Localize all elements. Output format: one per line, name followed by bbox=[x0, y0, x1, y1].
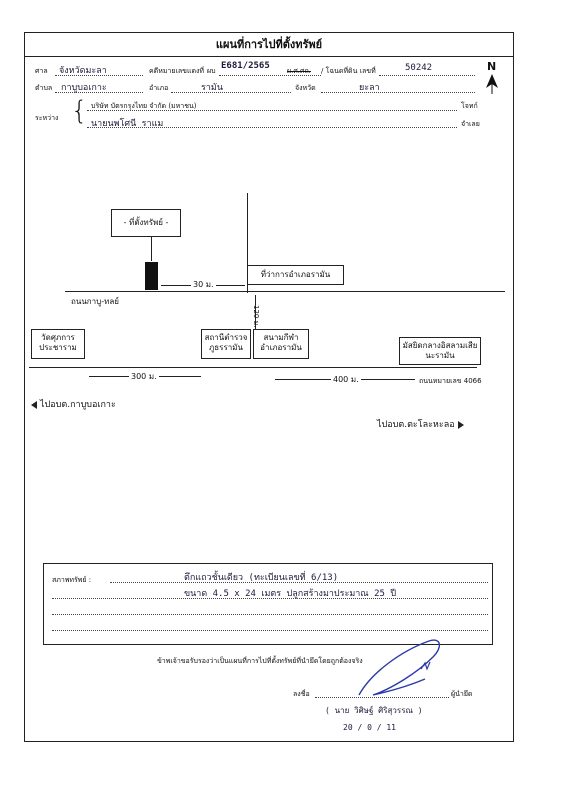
plaintiff-line bbox=[87, 110, 457, 111]
property-label-box: - ที่ตั้งทรัพย์ - bbox=[111, 209, 181, 237]
dim-120-label: 120 ม. bbox=[252, 305, 260, 328]
condition-rule-2 bbox=[52, 598, 488, 599]
dim-300-label: 300 ม. bbox=[129, 370, 159, 383]
north-label: N bbox=[487, 60, 497, 73]
property-condition-box: สภาพทรัพย์ : ตึกแถวชั้นเดียว (ทะเบียนเลข… bbox=[43, 563, 493, 645]
district-line bbox=[171, 92, 291, 93]
sign-date: 20 / 0 / 11 bbox=[343, 723, 396, 732]
case-note: ผ.ศ.ศถ. bbox=[287, 67, 311, 75]
condition-line1: ตึกแถวชั้นเดียว (ทะเบียนเลขที่ 6/13) bbox=[184, 573, 339, 583]
dim-400-label: 400 ม. bbox=[331, 373, 361, 386]
road-name-label: ถนนกาบู-ทลย์ bbox=[71, 297, 119, 306]
deed-label: / โฉนดที่ดิน เลขที่ bbox=[321, 67, 376, 75]
sign-line bbox=[315, 697, 449, 698]
district-road bbox=[247, 193, 248, 293]
district-label: อำเภอ bbox=[149, 84, 169, 92]
document-title: แผนที่การไปที่ตั้งทรัพย์ bbox=[25, 33, 513, 57]
plaintiff-label: โจทก์ bbox=[461, 102, 478, 110]
north-arrow-icon bbox=[486, 74, 498, 94]
district-office-box: ที่ว่าการอำเภอรามัน bbox=[248, 265, 344, 285]
between-label: ระหว่าง bbox=[35, 114, 59, 122]
condition-line2: ขนาด 4.5 x 24 เมตร ปลูกสร้างมาประมาณ 25 … bbox=[184, 589, 397, 599]
subdistrict-line bbox=[55, 92, 143, 93]
mosque-box: มัสยิดกลางอิสลามเสียนะรามัน bbox=[399, 337, 481, 365]
signature-image bbox=[358, 639, 440, 696]
role-label: ผู้นำยึด bbox=[451, 690, 473, 698]
deed-value: 50242 bbox=[405, 63, 433, 73]
dim-line-120 bbox=[255, 295, 256, 345]
arrow-left-icon bbox=[31, 400, 37, 409]
stadium-box: สนามกีฬาอำเภอรามัน bbox=[253, 329, 309, 359]
defendant-line bbox=[87, 127, 457, 128]
lower-road bbox=[29, 367, 477, 368]
to-right-direction: ไปอบต.ตะโละหะลอ bbox=[377, 417, 464, 431]
property-pointer bbox=[151, 237, 152, 261]
certification-statement: ข้าพเจ้าขอรับรองว่าเป็นแผนที่การไปที่ตั้… bbox=[157, 657, 363, 665]
case-value: E681/2565 bbox=[221, 61, 270, 71]
signer-name: ( นาย วิศิษฐ์ ศิริสุวรรณ ) bbox=[325, 706, 423, 715]
highway-label: ถนนหมายเลข 4066 bbox=[419, 377, 482, 385]
subdistrict-value: กาบูบอเกาะ bbox=[61, 83, 107, 93]
deed-line bbox=[379, 75, 475, 76]
case-line bbox=[219, 75, 321, 76]
document-sheet: แผนที่การไปที่ตั้งทรัพย์ ศาล จังหวัดมะลา… bbox=[24, 32, 514, 742]
to-right-label: ไปอบต.ตะโละหะลอ bbox=[377, 420, 455, 430]
arrow-right-icon bbox=[457, 420, 464, 429]
condition-rule-4 bbox=[52, 630, 488, 631]
defendant-value: นายนพโศนี ราแม bbox=[91, 119, 164, 129]
condition-rule-1 bbox=[110, 582, 488, 583]
police-box: สถานีตำรวจภูธรรามัน bbox=[201, 329, 251, 359]
province-line bbox=[321, 92, 475, 93]
condition-label: สภาพทรัพย์ : bbox=[52, 576, 92, 584]
province-value: ยะลา bbox=[359, 83, 380, 93]
to-left-direction: ไปอบต.กาบูบอเกาะ bbox=[31, 397, 116, 411]
to-left-label: ไปอบต.กาบูบอเกาะ bbox=[40, 400, 116, 410]
main-road bbox=[65, 291, 505, 292]
temple-box: วัดศุภการประชาราม bbox=[31, 329, 85, 359]
sign-label: ลงชื่อ bbox=[293, 690, 310, 698]
property-marker bbox=[145, 262, 158, 290]
court-value: จังหวัดมะลา bbox=[59, 66, 107, 76]
subdistrict-label: ตำบล bbox=[35, 84, 53, 92]
court-line bbox=[55, 75, 143, 76]
plaintiff-value: บริษัท บัตรกรุงไทย จำกัด (มหาชน) bbox=[91, 102, 197, 110]
dim-30-label: 30 ม. bbox=[191, 278, 216, 291]
condition-rule-3 bbox=[52, 614, 488, 615]
case-prefix: ผบ bbox=[207, 67, 216, 75]
district-value: รามัน bbox=[201, 83, 223, 93]
brace-icon: { bbox=[71, 96, 88, 126]
defendant-label: จำเลย bbox=[461, 120, 480, 128]
case-label: คดีหมายเลขแดงที่ bbox=[149, 67, 205, 75]
province-label: จังหวัด bbox=[295, 84, 316, 92]
court-label: ศาล bbox=[35, 67, 48, 75]
